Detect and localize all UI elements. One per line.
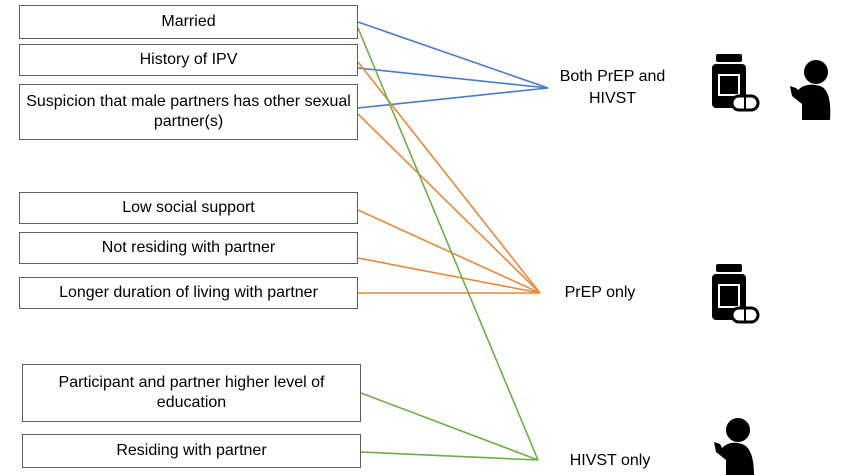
- factor-label: Suspicion that male partners has other s…: [26, 93, 351, 130]
- factor-label: Participant and partner higher level of …: [58, 374, 325, 411]
- factor-label: Residing with partner: [116, 442, 267, 459]
- factor-residing-with-partner: Residing with partner: [22, 434, 361, 468]
- factor-longer-duration-living: Longer duration of living with partner: [19, 277, 358, 309]
- factor-label: Married: [161, 13, 216, 30]
- outcome-hivst-only: HIVST only: [555, 450, 665, 472]
- connector-lines: [357, 21, 549, 461]
- factor-low-social-support: Low social support: [19, 192, 358, 224]
- outcome-prep-only: PrEP only: [545, 282, 655, 304]
- connector-line-both: [357, 21, 549, 89]
- factor-suspicion-other-partners: Suspicion that male partners has other s…: [19, 84, 358, 140]
- factor-higher-education: Participant and partner higher level of …: [22, 364, 361, 422]
- connector-line-prep: [357, 113, 541, 294]
- factor-label: History of IPV: [139, 51, 238, 68]
- person-icon: [714, 418, 754, 475]
- factor-label: Low social support: [122, 199, 255, 216]
- outcome-label: HIVST only: [569, 452, 651, 469]
- connector-line-prep: [357, 61, 541, 294]
- connector-line-hivst: [360, 392, 539, 461]
- factor-not-residing-with-partner: Not residing with partner: [19, 232, 358, 264]
- connector-line-prep: [357, 209, 541, 294]
- factor-history-of-ipv: History of IPV: [19, 44, 358, 76]
- connector-line-prep: [357, 257, 541, 294]
- pill-bottle-icon: [712, 264, 760, 324]
- factor-label: Not residing with partner: [101, 239, 276, 256]
- connector-line-hivst: [357, 27, 539, 461]
- person-icon: [790, 60, 831, 120]
- outcome-label: PrEP only: [564, 284, 636, 301]
- connector-line-both: [357, 67, 549, 89]
- outcome-both-prep-hivst: Both PrEP and HIVST: [545, 66, 680, 110]
- outcome-label: Both PrEP and HIVST: [559, 68, 666, 107]
- pill-bottle-icon: [712, 54, 760, 112]
- connector-line-hivst: [360, 451, 539, 461]
- factor-label: Longer duration of living with partner: [59, 284, 318, 301]
- factor-married: Married: [19, 5, 358, 39]
